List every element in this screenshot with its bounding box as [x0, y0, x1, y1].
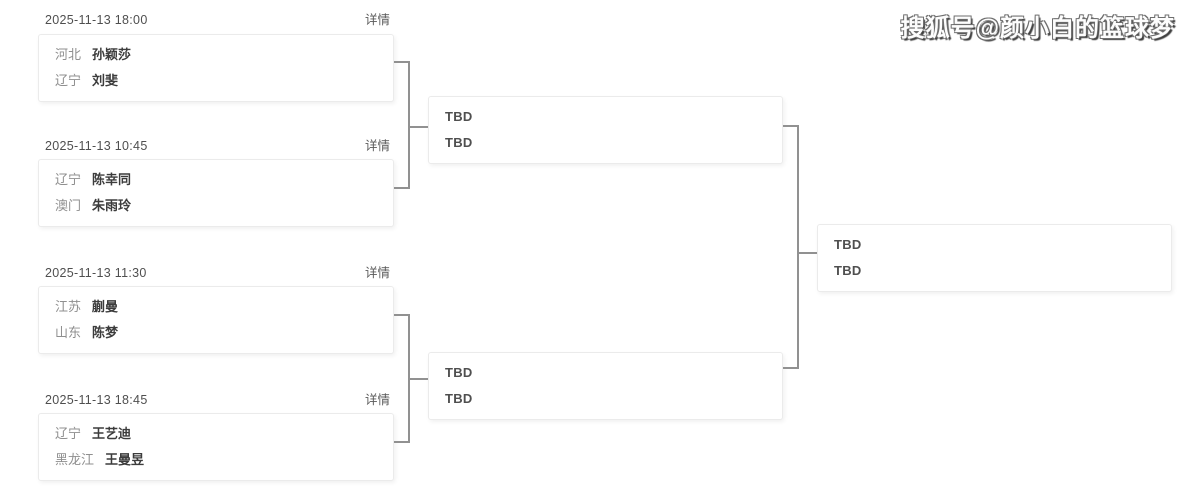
- connector-vertical: [797, 125, 799, 369]
- semifinal-card: TBD TBD: [428, 352, 783, 420]
- player-region: 河北: [55, 47, 82, 62]
- final-card: TBD TBD: [817, 224, 1172, 292]
- connector-horizontal: [394, 61, 409, 63]
- player-name: TBD: [445, 365, 473, 380]
- player-name: 蒯曼: [92, 299, 119, 314]
- connector-horizontal: [394, 441, 409, 443]
- match-detail-link[interactable]: 详情: [364, 393, 390, 407]
- player-region: 山东: [55, 325, 82, 340]
- connector-horizontal: [394, 187, 409, 189]
- player-region: 澳门: [55, 198, 82, 213]
- semifinal-card: TBD TBD: [428, 96, 783, 164]
- connector-horizontal: [394, 314, 409, 316]
- player-name: TBD: [445, 109, 473, 124]
- player-region: 辽宁: [55, 172, 82, 187]
- player-name: 朱雨玲: [92, 198, 132, 213]
- player-row: TBD: [445, 390, 766, 408]
- player-name: 刘斐: [92, 73, 119, 88]
- player-name: 孙颖莎: [92, 47, 132, 62]
- match-detail-link[interactable]: 详情: [364, 13, 390, 27]
- player-row: 辽宁 陈幸同: [55, 171, 377, 189]
- connector-horizontal: [797, 252, 817, 254]
- connector-horizontal: [408, 378, 428, 380]
- match-datetime: 2025-11-13 18:00: [45, 13, 148, 27]
- match-header: 2025-11-13 10:45 详情: [45, 138, 390, 154]
- match-card: 辽宁 陈幸同 澳门 朱雨玲: [38, 159, 394, 227]
- match-datetime: 2025-11-13 10:45: [45, 139, 148, 153]
- player-row: TBD: [445, 134, 766, 152]
- player-row: 江苏 蒯曼: [55, 298, 377, 316]
- player-row: 山东 陈梦: [55, 324, 377, 342]
- player-name: 王曼昱: [105, 452, 145, 467]
- player-row: 澳门 朱雨玲: [55, 197, 377, 215]
- match-header: 2025-11-13 11:30 详情: [45, 265, 390, 281]
- player-name: TBD: [834, 237, 862, 252]
- player-row: 辽宁 刘斐: [55, 72, 377, 90]
- player-row: TBD: [445, 108, 766, 126]
- player-name: TBD: [445, 391, 473, 406]
- match-card: 江苏 蒯曼 山东 陈梦: [38, 286, 394, 354]
- player-name: TBD: [834, 263, 862, 278]
- player-row: TBD: [834, 236, 1155, 254]
- player-region: 辽宁: [55, 426, 82, 441]
- connector-vertical: [408, 61, 410, 189]
- player-row: TBD: [834, 262, 1155, 280]
- player-name: TBD: [445, 135, 473, 150]
- player-name: 王艺迪: [92, 426, 132, 441]
- player-name: 陈梦: [92, 325, 119, 340]
- player-row: 黑龙江 王曼昱: [55, 451, 377, 469]
- match-card: 辽宁 王艺迪 黑龙江 王曼昱: [38, 413, 394, 481]
- player-row: TBD: [445, 364, 766, 382]
- match-detail-link[interactable]: 详情: [364, 139, 390, 153]
- connector-horizontal: [408, 126, 428, 128]
- player-region: 江苏: [55, 299, 82, 314]
- match-detail-link[interactable]: 详情: [364, 266, 390, 280]
- player-region: 黑龙江: [55, 452, 95, 467]
- player-row: 辽宁 王艺迪: [55, 425, 377, 443]
- player-region: 辽宁: [55, 73, 82, 88]
- watermark: 搜狐号@颜小白的篮球梦: [900, 15, 1175, 42]
- match-header: 2025-11-13 18:45 详情: [45, 392, 390, 408]
- connector-horizontal: [783, 125, 798, 127]
- match-datetime: 2025-11-13 18:45: [45, 393, 148, 407]
- player-row: 河北 孙颖莎: [55, 46, 377, 64]
- player-name: 陈幸同: [92, 172, 132, 187]
- match-card: 河北 孙颖莎 辽宁 刘斐: [38, 34, 394, 102]
- match-datetime: 2025-11-13 11:30: [45, 266, 147, 280]
- match-header: 2025-11-13 18:00 详情: [45, 12, 390, 28]
- connector-horizontal: [783, 367, 798, 369]
